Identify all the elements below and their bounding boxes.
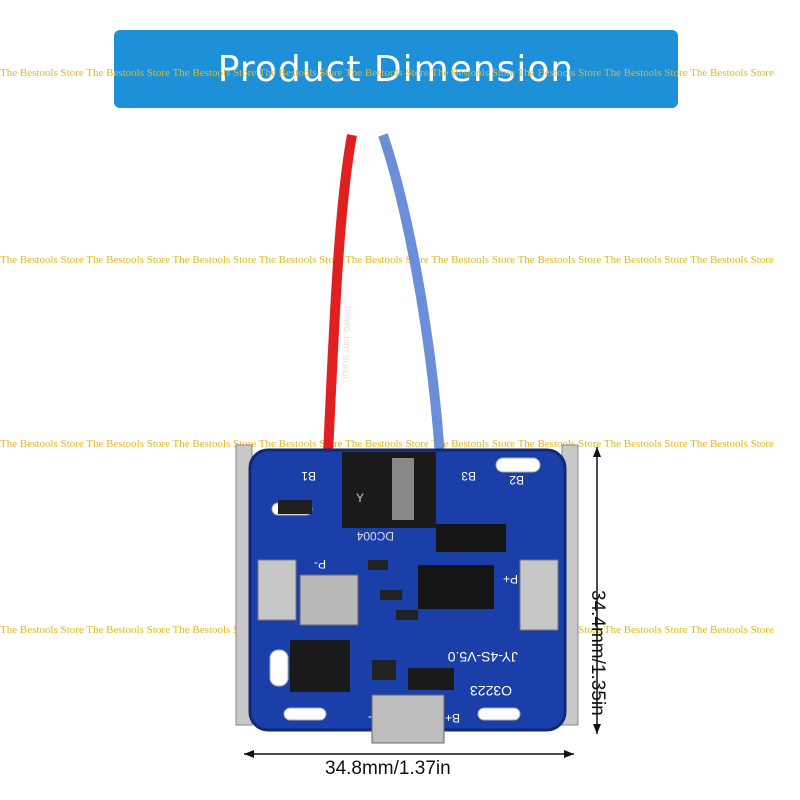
board-model: JY-4S-V5.0: [447, 649, 518, 665]
mount-hole: [477, 707, 521, 721]
mosfet-tab: [299, 574, 359, 626]
arrowhead: [564, 750, 574, 758]
pad-label-p-plus: P+: [503, 572, 518, 586]
smd-part: [368, 560, 388, 570]
red-wire: [323, 134, 357, 456]
mount-hole: [283, 707, 327, 721]
smd-part: [372, 660, 396, 680]
pad-label-b-plus: B+: [445, 711, 460, 725]
mount-hole: [495, 457, 541, 473]
metal-tab-left: [257, 559, 297, 621]
blue-wire: [378, 133, 445, 456]
mount-hole: [269, 649, 289, 687]
arrowhead: [244, 750, 254, 758]
connector-pin: [392, 458, 414, 520]
ic-chip: [418, 565, 494, 609]
arrowhead: [593, 724, 601, 734]
metal-tab-right: [519, 559, 559, 631]
bottom-tab: [371, 694, 445, 744]
connector-text: DC004: [356, 529, 394, 543]
pad-label-b1: B1: [301, 469, 316, 483]
width-label: 34.8mm/1.37in: [325, 758, 451, 779]
arrowhead: [593, 447, 601, 457]
smd-part: [396, 610, 418, 620]
height-label: 34.4mm/1.35in: [587, 590, 608, 716]
banner-title: Product Dimension: [217, 48, 575, 90]
ic-chip-small: [436, 524, 506, 552]
smd-part: [380, 590, 402, 600]
pad-label-p-minus: P-: [314, 557, 326, 571]
title-banner: Product Dimension: [114, 30, 678, 108]
resistor: [278, 500, 312, 514]
pad-label-b3: B3: [461, 469, 476, 483]
connector-mark: Y: [356, 491, 364, 505]
diode: [408, 668, 454, 690]
wire-print: 18AWG 1007 RUNJI: [340, 305, 352, 379]
connector: [342, 452, 436, 528]
board-code: O3223: [470, 683, 512, 699]
mosfet: [290, 640, 350, 692]
pad-label-b2: B2: [509, 473, 524, 487]
